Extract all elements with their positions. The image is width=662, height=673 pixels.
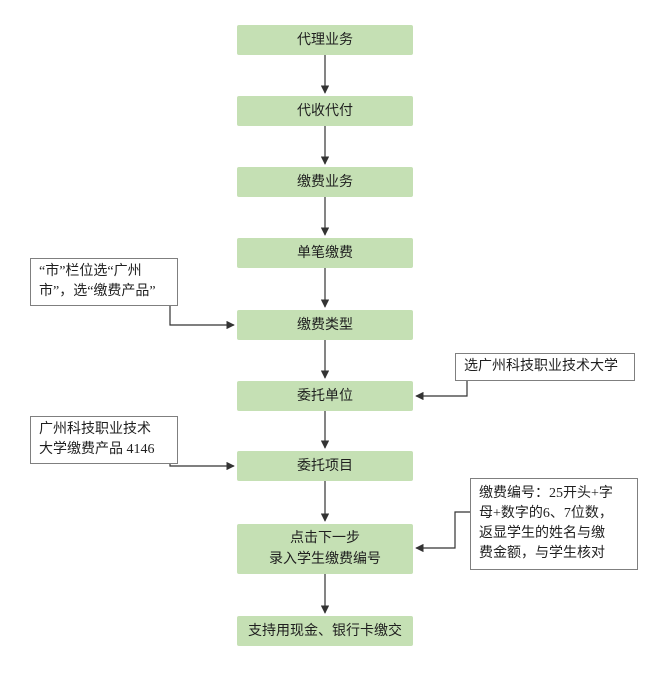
node-label: 支持用现金、银行卡缴交 <box>248 623 402 639</box>
annotation-university-product: 广州科技职业技术 大学缴费产品 4146 <box>30 416 178 464</box>
connector-annotation-city-selection <box>169 306 235 330</box>
node-label: 点击下一步 录入学生缴费编号 <box>269 531 381 567</box>
annotation-city-selection: “市”栏位选“广州 市”，选“缴费产品” <box>30 258 178 306</box>
annotation-select-university: 选广州科技职业技术大学 <box>455 353 635 381</box>
node-payment-business: 缴费业务 <box>237 167 413 197</box>
node-entrusted-project: 委托项目 <box>237 451 413 481</box>
connector-annotation-select-university <box>415 381 468 401</box>
annotation-payment-number-rules: 缴费编号：25开头+字 母+数字的6、7位数， 返显学生的姓名与缴 费金额，与学… <box>470 478 638 570</box>
node-label: 委托单位 <box>297 388 353 404</box>
node-next-step-enter-number: 点击下一步 录入学生缴费编号 <box>237 524 413 574</box>
connector-annotation-university-product <box>169 461 235 471</box>
node-label: 缴费业务 <box>297 174 353 190</box>
node-label: 缴费类型 <box>297 317 353 333</box>
annotation-text: “市”栏位选“广州 市”，选“缴费产品” <box>39 264 156 299</box>
annotation-text: 广州科技职业技术 大学缴费产品 4146 <box>39 422 155 457</box>
node-label: 代理业务 <box>297 32 353 48</box>
node-agency-business: 代理业务 <box>237 25 413 55</box>
node-payment-type: 缴费类型 <box>237 310 413 340</box>
connector-annotation-payment-number-rules <box>415 511 470 553</box>
node-collection-payment: 代收代付 <box>237 96 413 126</box>
node-entrusted-unit: 委托单位 <box>237 381 413 411</box>
node-cash-card-payment: 支持用现金、银行卡缴交 <box>237 616 413 646</box>
node-single-payment: 单笔缴费 <box>237 238 413 268</box>
node-label: 代收代付 <box>297 103 353 119</box>
node-label: 委托项目 <box>297 458 353 474</box>
node-label: 单笔缴费 <box>297 245 353 261</box>
annotation-text: 选广州科技职业技术大学 <box>464 359 618 374</box>
annotation-text: 缴费编号：25开头+字 母+数字的6、7位数， 返显学生的姓名与缴 费金额，与学… <box>479 486 613 561</box>
